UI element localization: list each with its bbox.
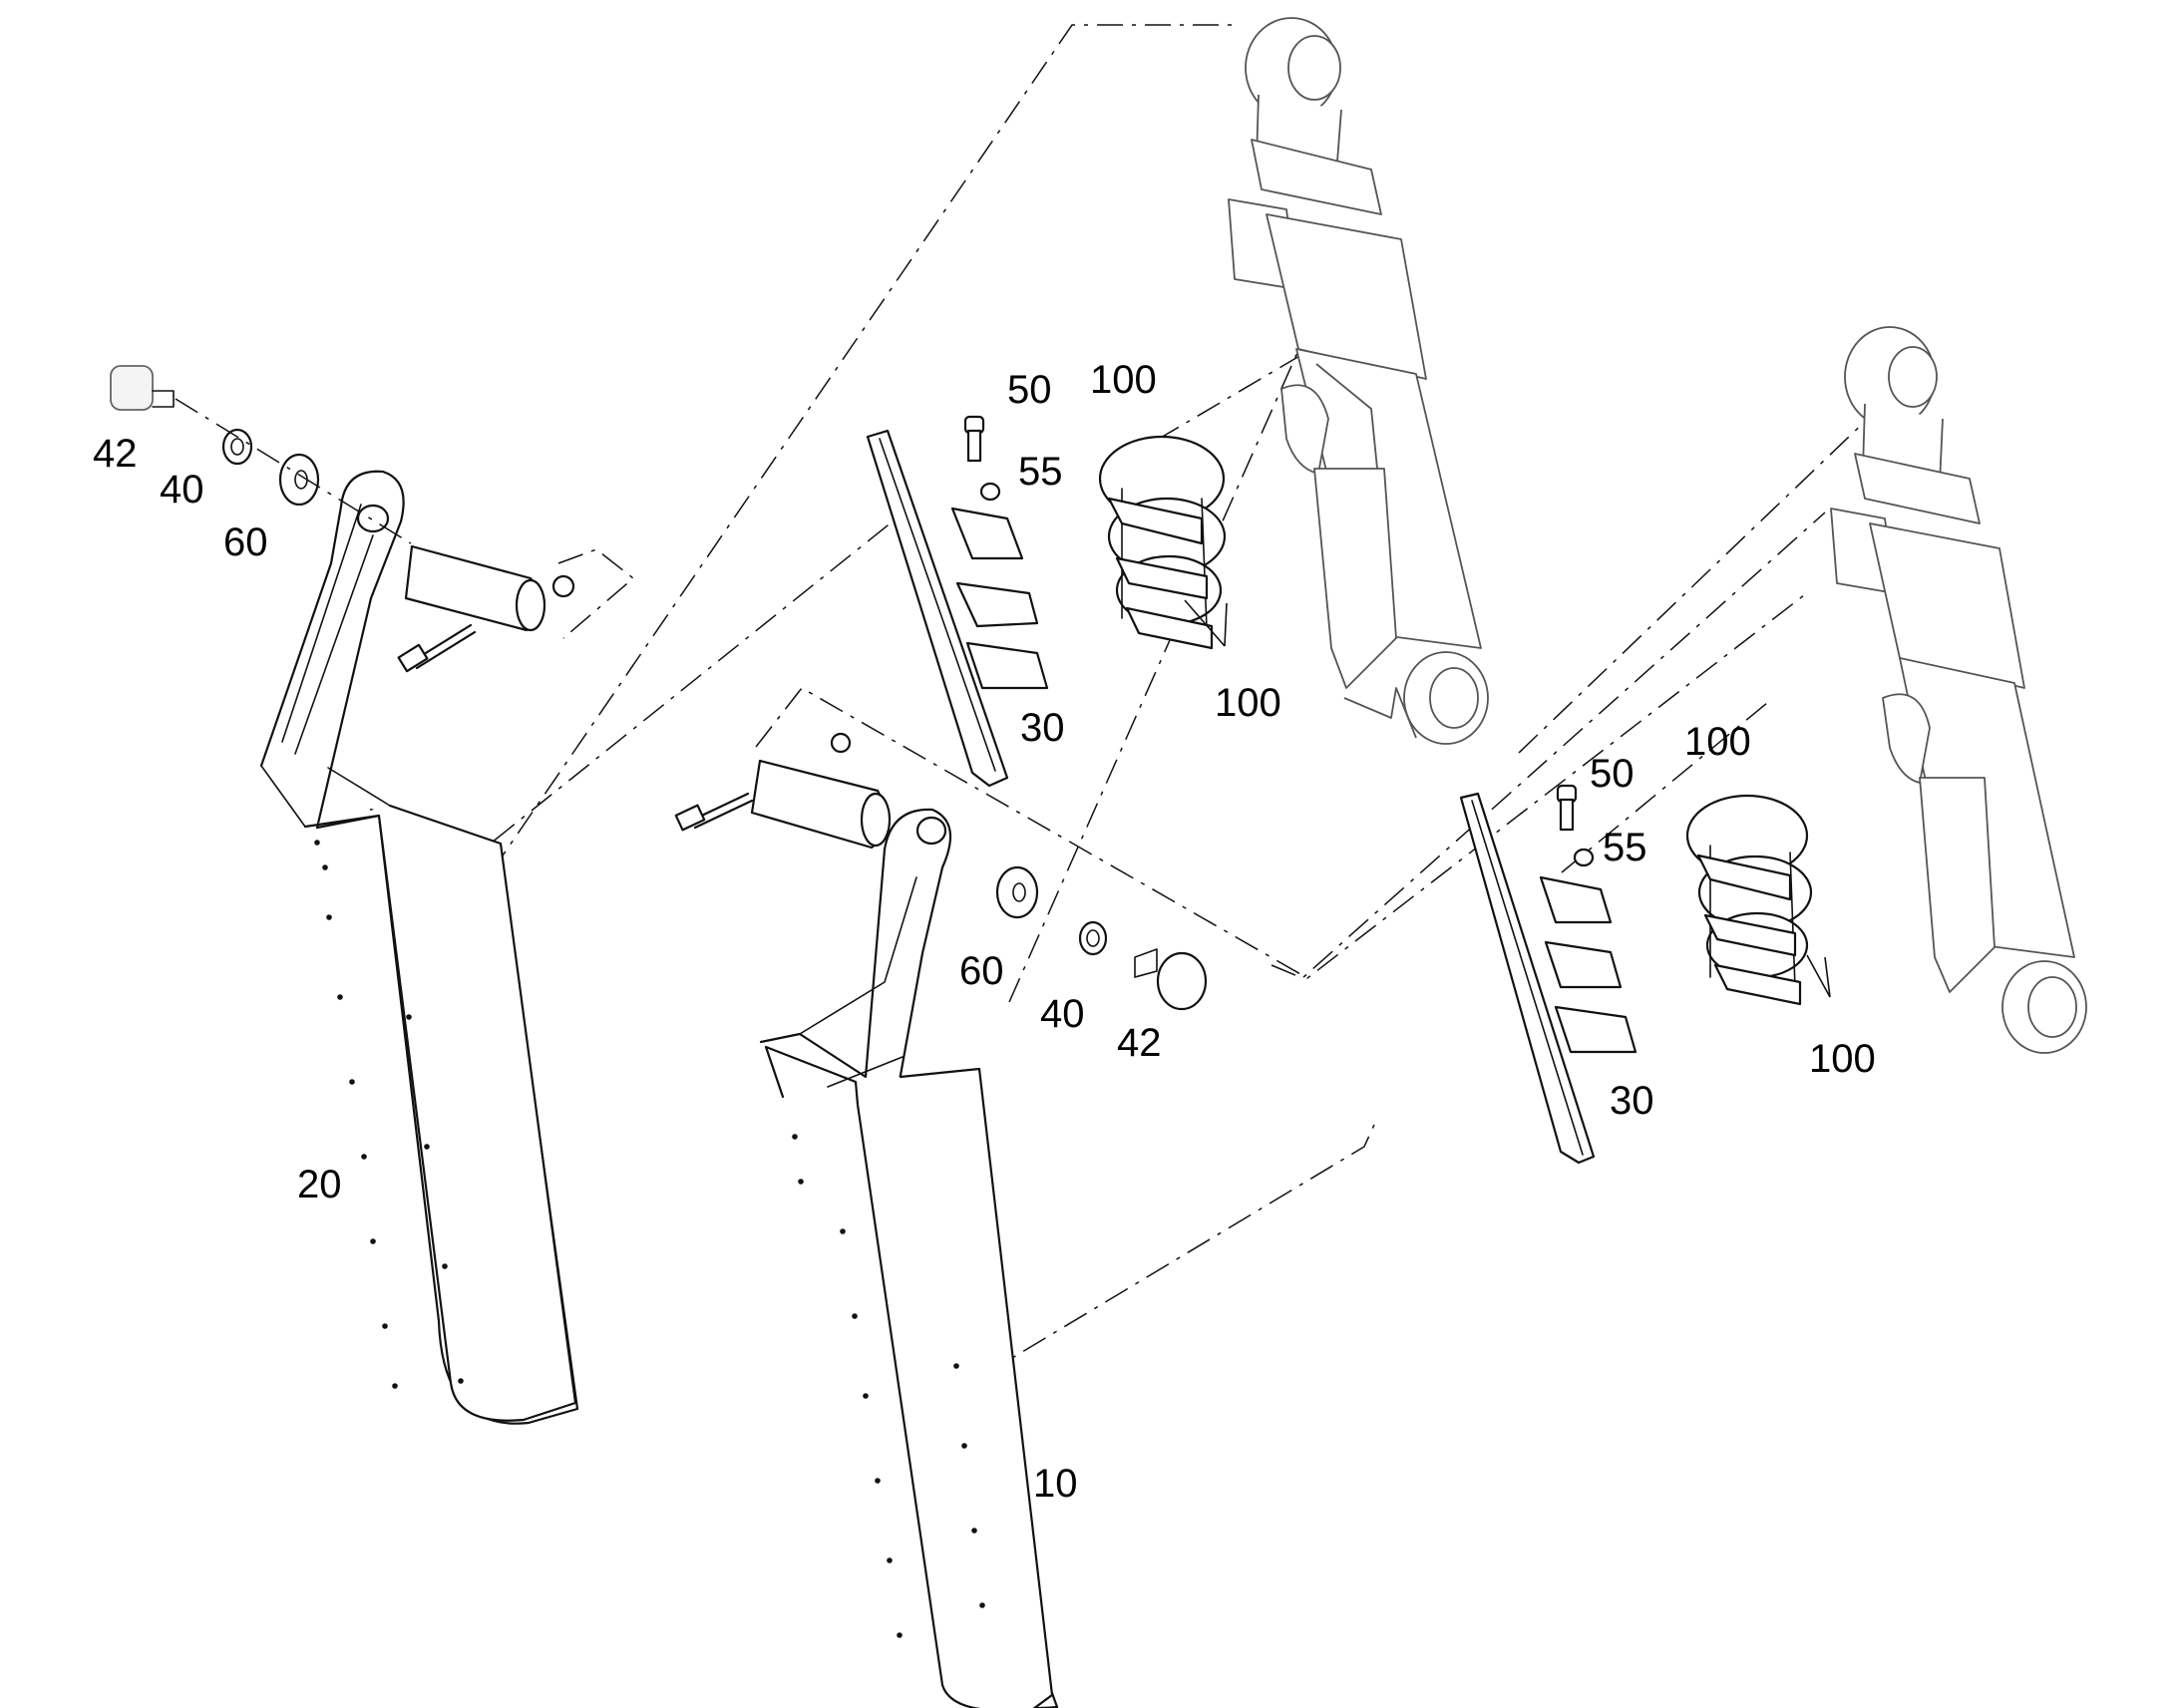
callout-leaders xyxy=(1184,599,1831,998)
washer-40-center xyxy=(1078,920,1108,956)
bolt-50-mid xyxy=(963,415,985,463)
part-10-arm xyxy=(759,808,1059,1708)
washer-55-right xyxy=(1573,848,1595,867)
part-100-clamps-mid xyxy=(1098,435,1227,650)
pin-lower xyxy=(674,732,892,850)
assembly-lines xyxy=(456,24,1921,1377)
part-30-bracket-right xyxy=(1459,792,1637,1165)
bolt-50-right xyxy=(1556,784,1578,832)
callout-labels: 42 40 60 50 100 55 30 100 20 60 40 42 10… xyxy=(93,358,1876,1506)
fastener-42-left xyxy=(110,365,175,411)
callout-50-mid: 50 xyxy=(1007,368,1052,412)
callout-30-mid: 30 xyxy=(1020,706,1065,750)
part-10-holes xyxy=(792,1134,985,1638)
callout-10: 10 xyxy=(1033,1462,1078,1506)
callout-100-mid-bottom: 100 xyxy=(1215,681,1281,725)
part-100-clamps-right xyxy=(1685,794,1813,1006)
hydraulic-cylinder-upper xyxy=(1228,17,1489,745)
callout-100-right-bottom: 100 xyxy=(1809,1037,1876,1081)
callout-55-mid: 55 xyxy=(1018,450,1063,494)
washer-55-mid xyxy=(979,482,1001,502)
callout-42-left: 42 xyxy=(93,432,138,476)
callout-100-right-top: 100 xyxy=(1684,720,1751,764)
callout-30-right: 30 xyxy=(1610,1079,1654,1123)
callout-55-right: 55 xyxy=(1603,826,1647,869)
callout-40-center: 40 xyxy=(1040,992,1085,1036)
fastener-42-center xyxy=(1134,948,1208,1011)
callout-60-center: 60 xyxy=(959,949,1004,993)
part-20-arm xyxy=(259,470,579,1425)
washer-60-center xyxy=(995,865,1039,919)
washer-40-left xyxy=(221,428,253,466)
callout-20: 20 xyxy=(297,1163,342,1206)
callout-50-right: 50 xyxy=(1590,752,1635,796)
callout-40-left: 40 xyxy=(160,468,204,512)
callout-42-center: 42 xyxy=(1117,1021,1162,1065)
part-20-holes xyxy=(314,840,464,1389)
part-30-bracket-mid xyxy=(866,429,1049,788)
callout-60-left: 60 xyxy=(223,520,268,564)
pin-upper xyxy=(397,544,575,673)
washer-60-left xyxy=(278,453,320,507)
hydraulic-cylinder-lower xyxy=(1830,326,2087,1054)
callout-100-mid-top: 100 xyxy=(1090,358,1157,402)
